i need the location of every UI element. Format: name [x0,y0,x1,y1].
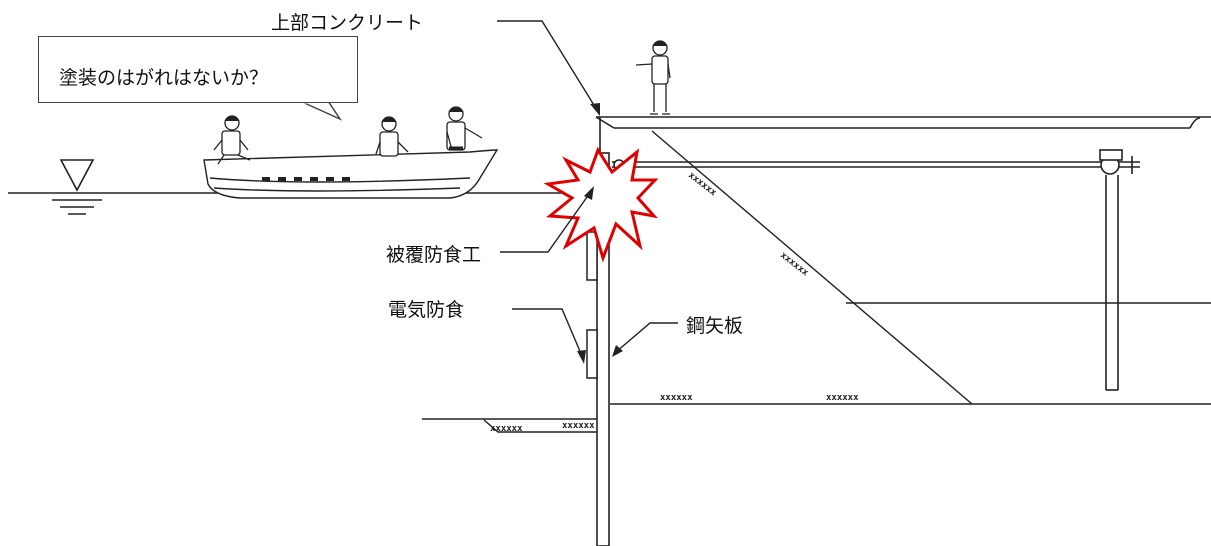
speech-bubble-text: 塗装のはがれはないか？ [59,67,269,89]
inspector-icon [375,116,409,157]
speech-bubble-tail [299,100,343,121]
boat-icon [203,149,499,199]
coating-protection-block [586,231,598,281]
anchor-pile [1105,175,1119,391]
cathodic-anode-block [586,329,598,379]
leader-lines [497,20,678,357]
inspector-icon [446,106,483,151]
svg-text:xxxxxx: xxxxxx [826,393,859,403]
inspector-icon [635,40,671,115]
svg-text:xxxxxx: xxxxxx [490,424,523,434]
label-coating-protection: 被覆防食工 [386,244,482,266]
label-steel-sheet-pile: 鋼矢板 [686,315,744,337]
damage-burst-icon [543,146,659,263]
seabed [422,418,598,433]
label-cathodic-protection: 電気防食 [388,299,465,321]
backfill-slope [610,130,1211,405]
svg-text:xxxxxx: xxxxxx [660,393,693,403]
speech-bubble: 塗装のはがれはないか？ [38,36,358,103]
leader-arrowheads [577,103,623,364]
svg-text:xxxxxx: xxxxxx [562,421,595,431]
superstructure-concrete [595,116,1211,180]
svg-text:xxxxxx: xxxxxx [778,250,810,278]
label-superstructure-concrete: 上部コンクリート [271,12,424,34]
rubble-marks: xxxxxx xxxxxx xxxxxx xxxxxx xxxxxx xxxxx… [490,170,859,434]
water-level-icon [52,159,102,215]
inspector-icon [213,115,251,165]
